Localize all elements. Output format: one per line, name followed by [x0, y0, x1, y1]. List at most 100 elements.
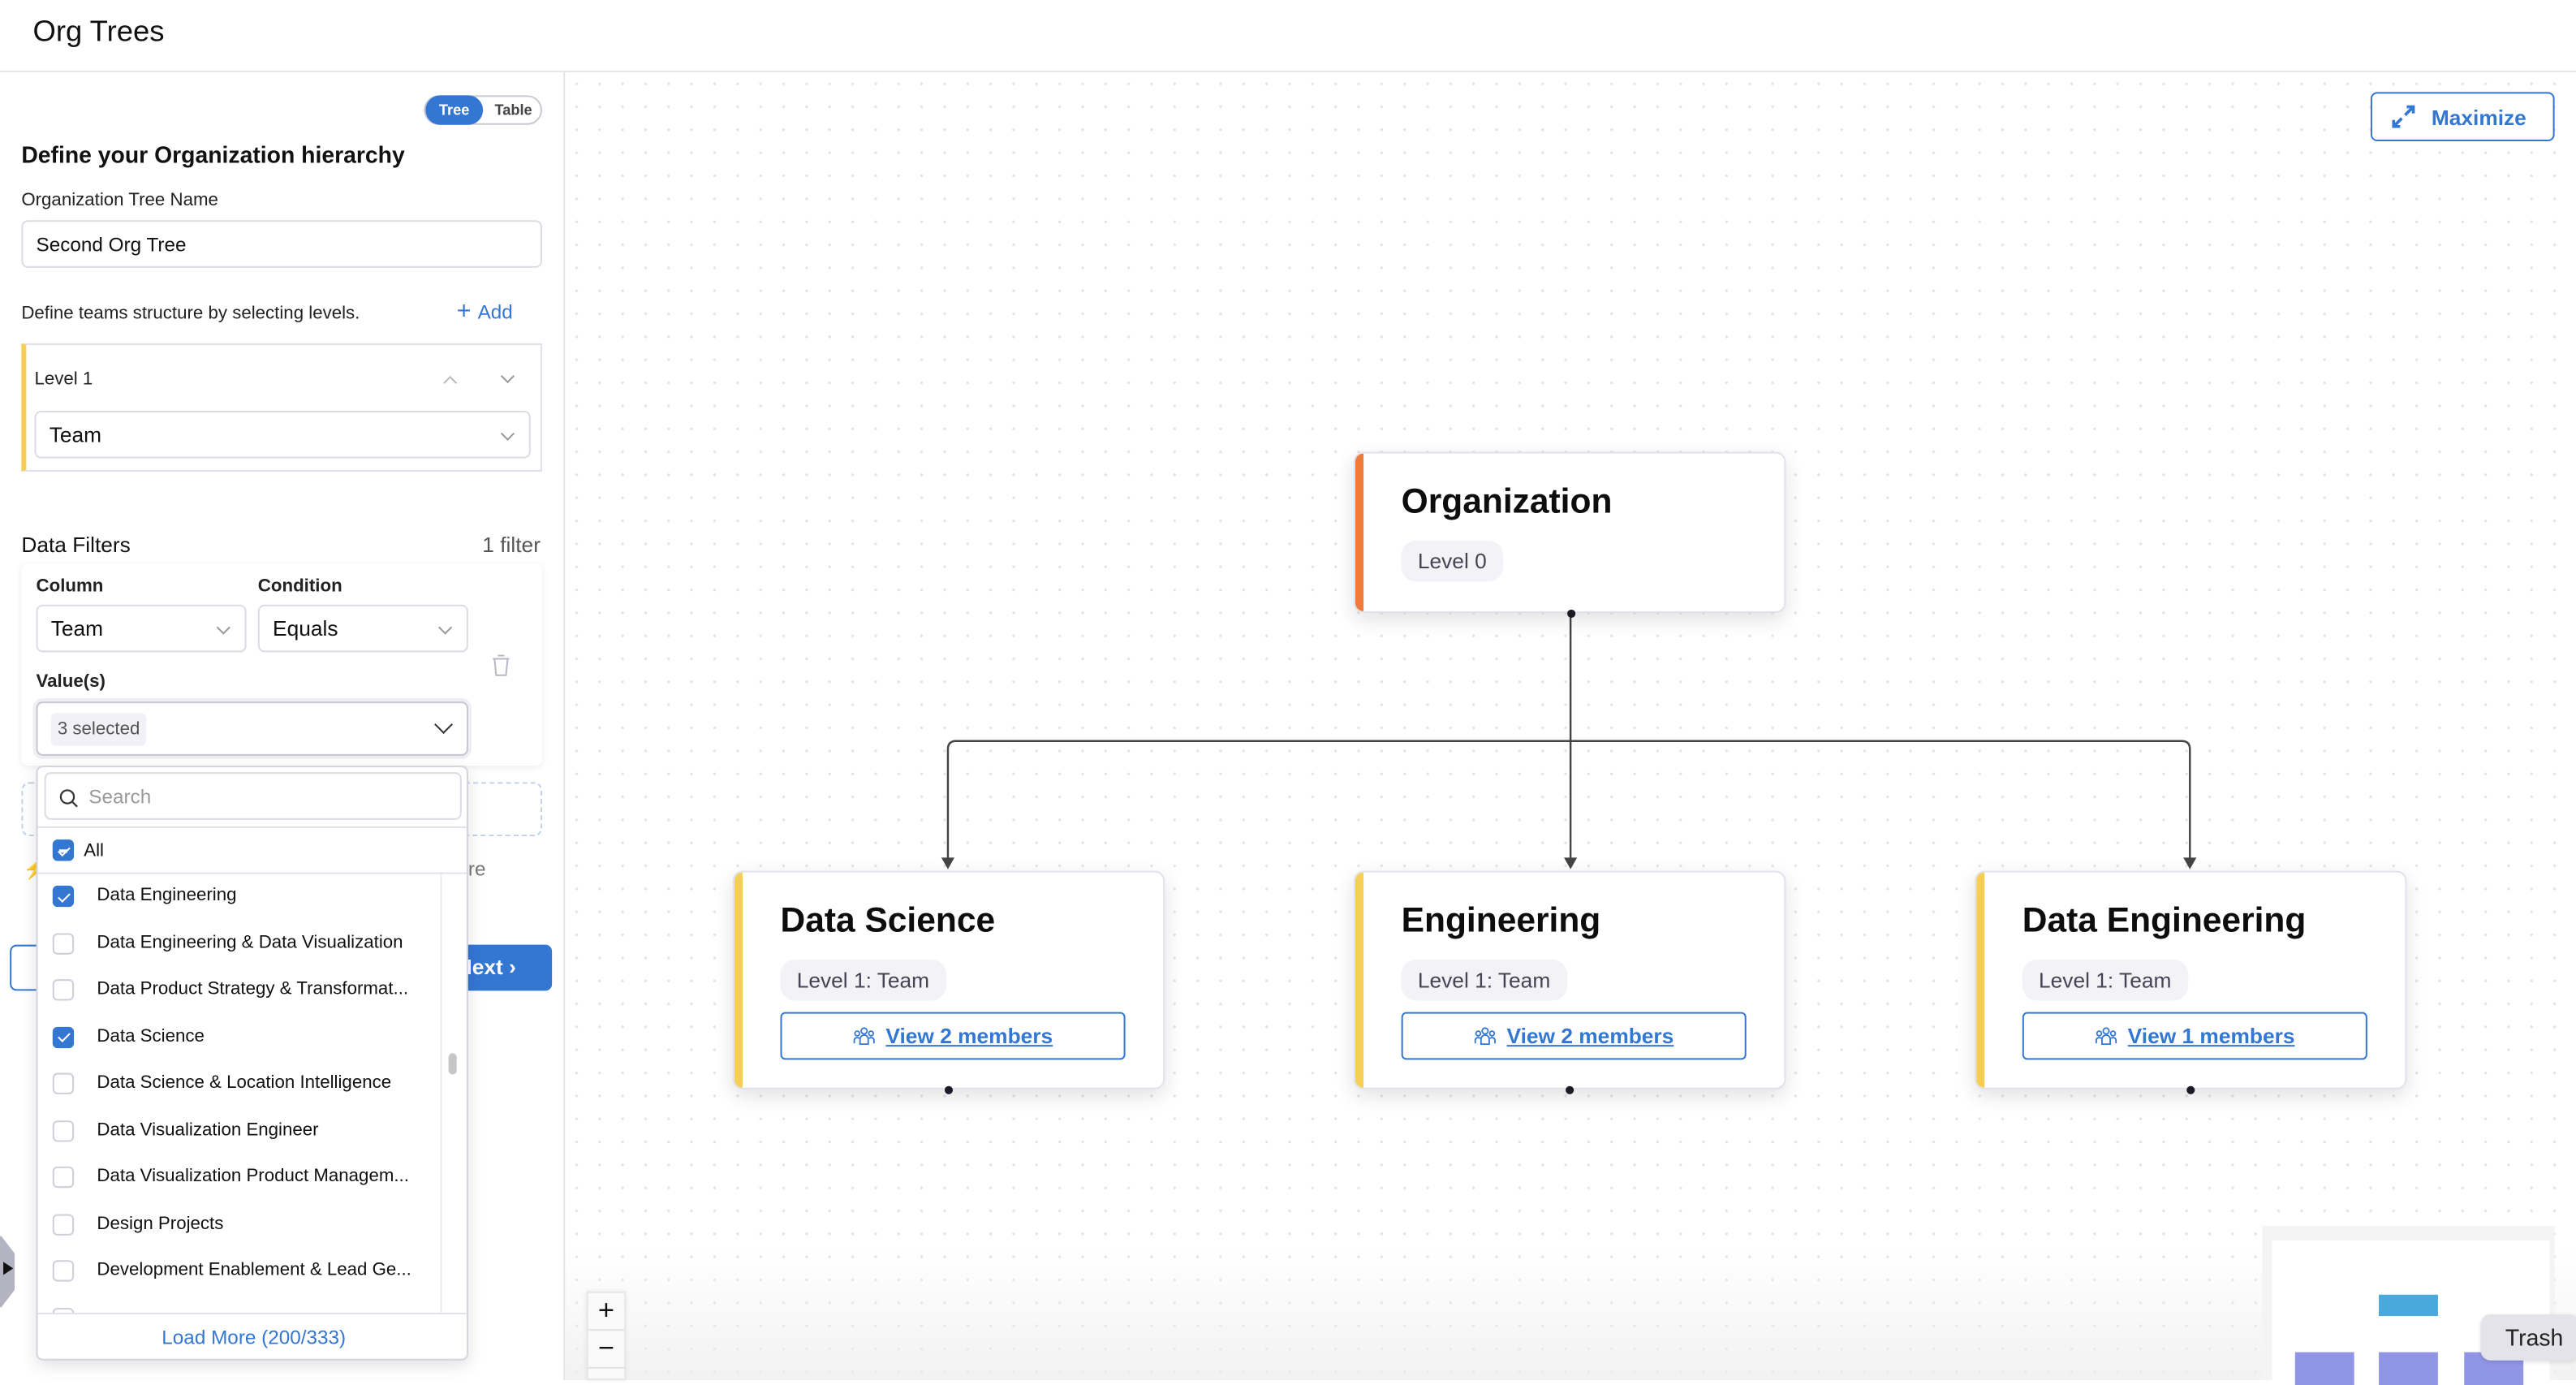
column-value: Team [50, 615, 104, 641]
search-placeholder: Search [88, 784, 152, 808]
option-checkbox[interactable] [52, 1025, 75, 1048]
option-item[interactable]: Design Projects [38, 1202, 441, 1248]
view-members-label: View 2 members [885, 1023, 1053, 1049]
view-members-label: View 2 members [1506, 1023, 1674, 1049]
level-color-bar [1355, 872, 1364, 1088]
trash-tooltip: Trash [2480, 1314, 2576, 1361]
node-handle [1566, 609, 1575, 618]
level-color-bar [1355, 453, 1364, 611]
level-badge: Level 0 [1401, 540, 1503, 582]
people-icon [2096, 1027, 2117, 1046]
zoom-out-button[interactable]: − [588, 1331, 625, 1369]
option-checkbox[interactable] [52, 1166, 75, 1189]
option-item[interactable]: Data Science & Location Intelligence [38, 1061, 441, 1107]
tree-name-label: Organization Tree Name [21, 190, 218, 211]
option-item[interactable]: Data Engineering [38, 874, 441, 921]
option-checkbox[interactable] [52, 1213, 75, 1235]
load-more-label: Load More (200/333) [162, 1326, 347, 1349]
node-team[interactable]: Engineering Level 1: Team View 2 members [1353, 870, 1786, 1089]
node-name: Data Engineering [2022, 902, 2307, 940]
tree-name-input[interactable]: Second Org Tree [21, 220, 542, 268]
node-name: Engineering [1401, 902, 1601, 940]
toggle-tree[interactable]: Tree [425, 95, 484, 125]
people-icon [854, 1027, 876, 1046]
tree-canvas[interactable] [565, 72, 2576, 1380]
level-color-bar [1976, 872, 1985, 1088]
level-label: Level 1 [34, 369, 93, 390]
option-checkbox[interactable] [52, 979, 75, 1001]
values-select[interactable]: 3 selected [36, 701, 468, 756]
option-checkbox[interactable] [52, 932, 75, 954]
values-label: Value(s) [36, 671, 106, 692]
option-label: Data Engineering & Data Visualization [97, 932, 403, 952]
level-select[interactable]: Team [34, 410, 531, 459]
add-level-button[interactable]: +Add [456, 297, 513, 326]
node-handle [2186, 1085, 2195, 1094]
option-label: Design Projects [97, 1213, 224, 1233]
zoom-in-button[interactable]: + [588, 1293, 625, 1331]
select-all-label: All [84, 841, 104, 861]
maximize-label: Maximize [2431, 104, 2526, 129]
option-label: Data Science [97, 1025, 205, 1046]
play-triangle-icon [3, 1262, 14, 1275]
minimap-node [2294, 1352, 2354, 1385]
load-more-button[interactable]: Load More (200/333) [37, 1313, 467, 1359]
option-checkbox[interactable] [52, 1260, 75, 1282]
option-item[interactable]: Data Science [38, 1015, 441, 1061]
column-select[interactable]: Team [36, 604, 247, 653]
view-members-button[interactable]: View 2 members [1401, 1012, 1747, 1060]
zoom-controls: + − [586, 1291, 627, 1380]
tree-name-value: Second Org Tree [36, 232, 187, 256]
view-toggle[interactable]: Tree Table [424, 95, 542, 125]
indeterminate-checkbox[interactable] [52, 839, 75, 861]
condition-select[interactable]: Equals [257, 604, 468, 653]
option-item[interactable]: Development Enablement & Lead Ge... [38, 1249, 441, 1295]
option-label: Development Enablement & Lead Ge... [97, 1260, 411, 1280]
arrowhead [2183, 857, 2197, 869]
option-item[interactable]: Data Product Strategy & Transformat... [38, 968, 441, 1014]
node-handle [1566, 1085, 1574, 1094]
add-label: Add [477, 300, 513, 324]
option-checkbox[interactable] [52, 1306, 75, 1314]
node-handle [944, 1085, 954, 1094]
level-badge: Level 1: Team [1401, 959, 1567, 1001]
node-organization[interactable]: Organization Level 0 [1353, 451, 1786, 613]
node-team[interactable]: Data Engineering Level 1: Team View 1 me… [1975, 870, 2407, 1089]
chevron-right-icon: › [509, 954, 516, 980]
dropdown-search-input[interactable]: Search [44, 772, 462, 820]
option-item[interactable]: Data Visualization Product Managem... [38, 1155, 441, 1202]
view-members-button[interactable]: View 2 members [780, 1012, 1126, 1060]
toggle-table[interactable]: Table [494, 101, 532, 119]
option-checkbox[interactable] [52, 1072, 75, 1094]
trash-icon[interactable] [491, 654, 510, 676]
search-icon [59, 789, 78, 808]
option-item[interactable]: Data Engineering & Data Visualization [38, 921, 441, 967]
option-label: Data Science & Location Intelligence [97, 1072, 392, 1093]
option-item-partial[interactable] [38, 1296, 441, 1314]
option-label: Data Engineering [97, 885, 237, 906]
expand-icon [2392, 105, 2415, 128]
levels-hint: Define teams structure by selecting leve… [21, 304, 360, 324]
option-item[interactable]: Data Visualization Engineer [38, 1108, 441, 1154]
level-select-value: Team [49, 422, 102, 447]
people-icon [1475, 1027, 1497, 1046]
edge-branches [946, 740, 2191, 866]
view-members-label: View 1 members [2127, 1023, 2295, 1049]
data-filters-title: Data Filters [21, 532, 131, 558]
arrowhead [941, 857, 955, 869]
level-card: Level 1 Team [21, 343, 542, 472]
select-all-row[interactable]: All [37, 826, 467, 874]
plus-icon: + [456, 297, 472, 326]
option-label: Data Visualization Product Managem... [97, 1166, 409, 1187]
level-color-bar [734, 872, 743, 1088]
maximize-button[interactable]: Maximize [2370, 92, 2555, 142]
view-members-button[interactable]: View 1 members [2022, 1012, 2367, 1060]
scrollbar-thumb[interactable] [448, 1053, 457, 1075]
node-team[interactable]: Data Science Level 1: Team View 2 member… [732, 870, 1165, 1089]
condition-label: Condition [257, 576, 342, 597]
option-checkbox[interactable] [52, 885, 75, 908]
level-badge: Level 1: Team [2022, 959, 2188, 1001]
option-checkbox[interactable] [52, 1120, 75, 1141]
